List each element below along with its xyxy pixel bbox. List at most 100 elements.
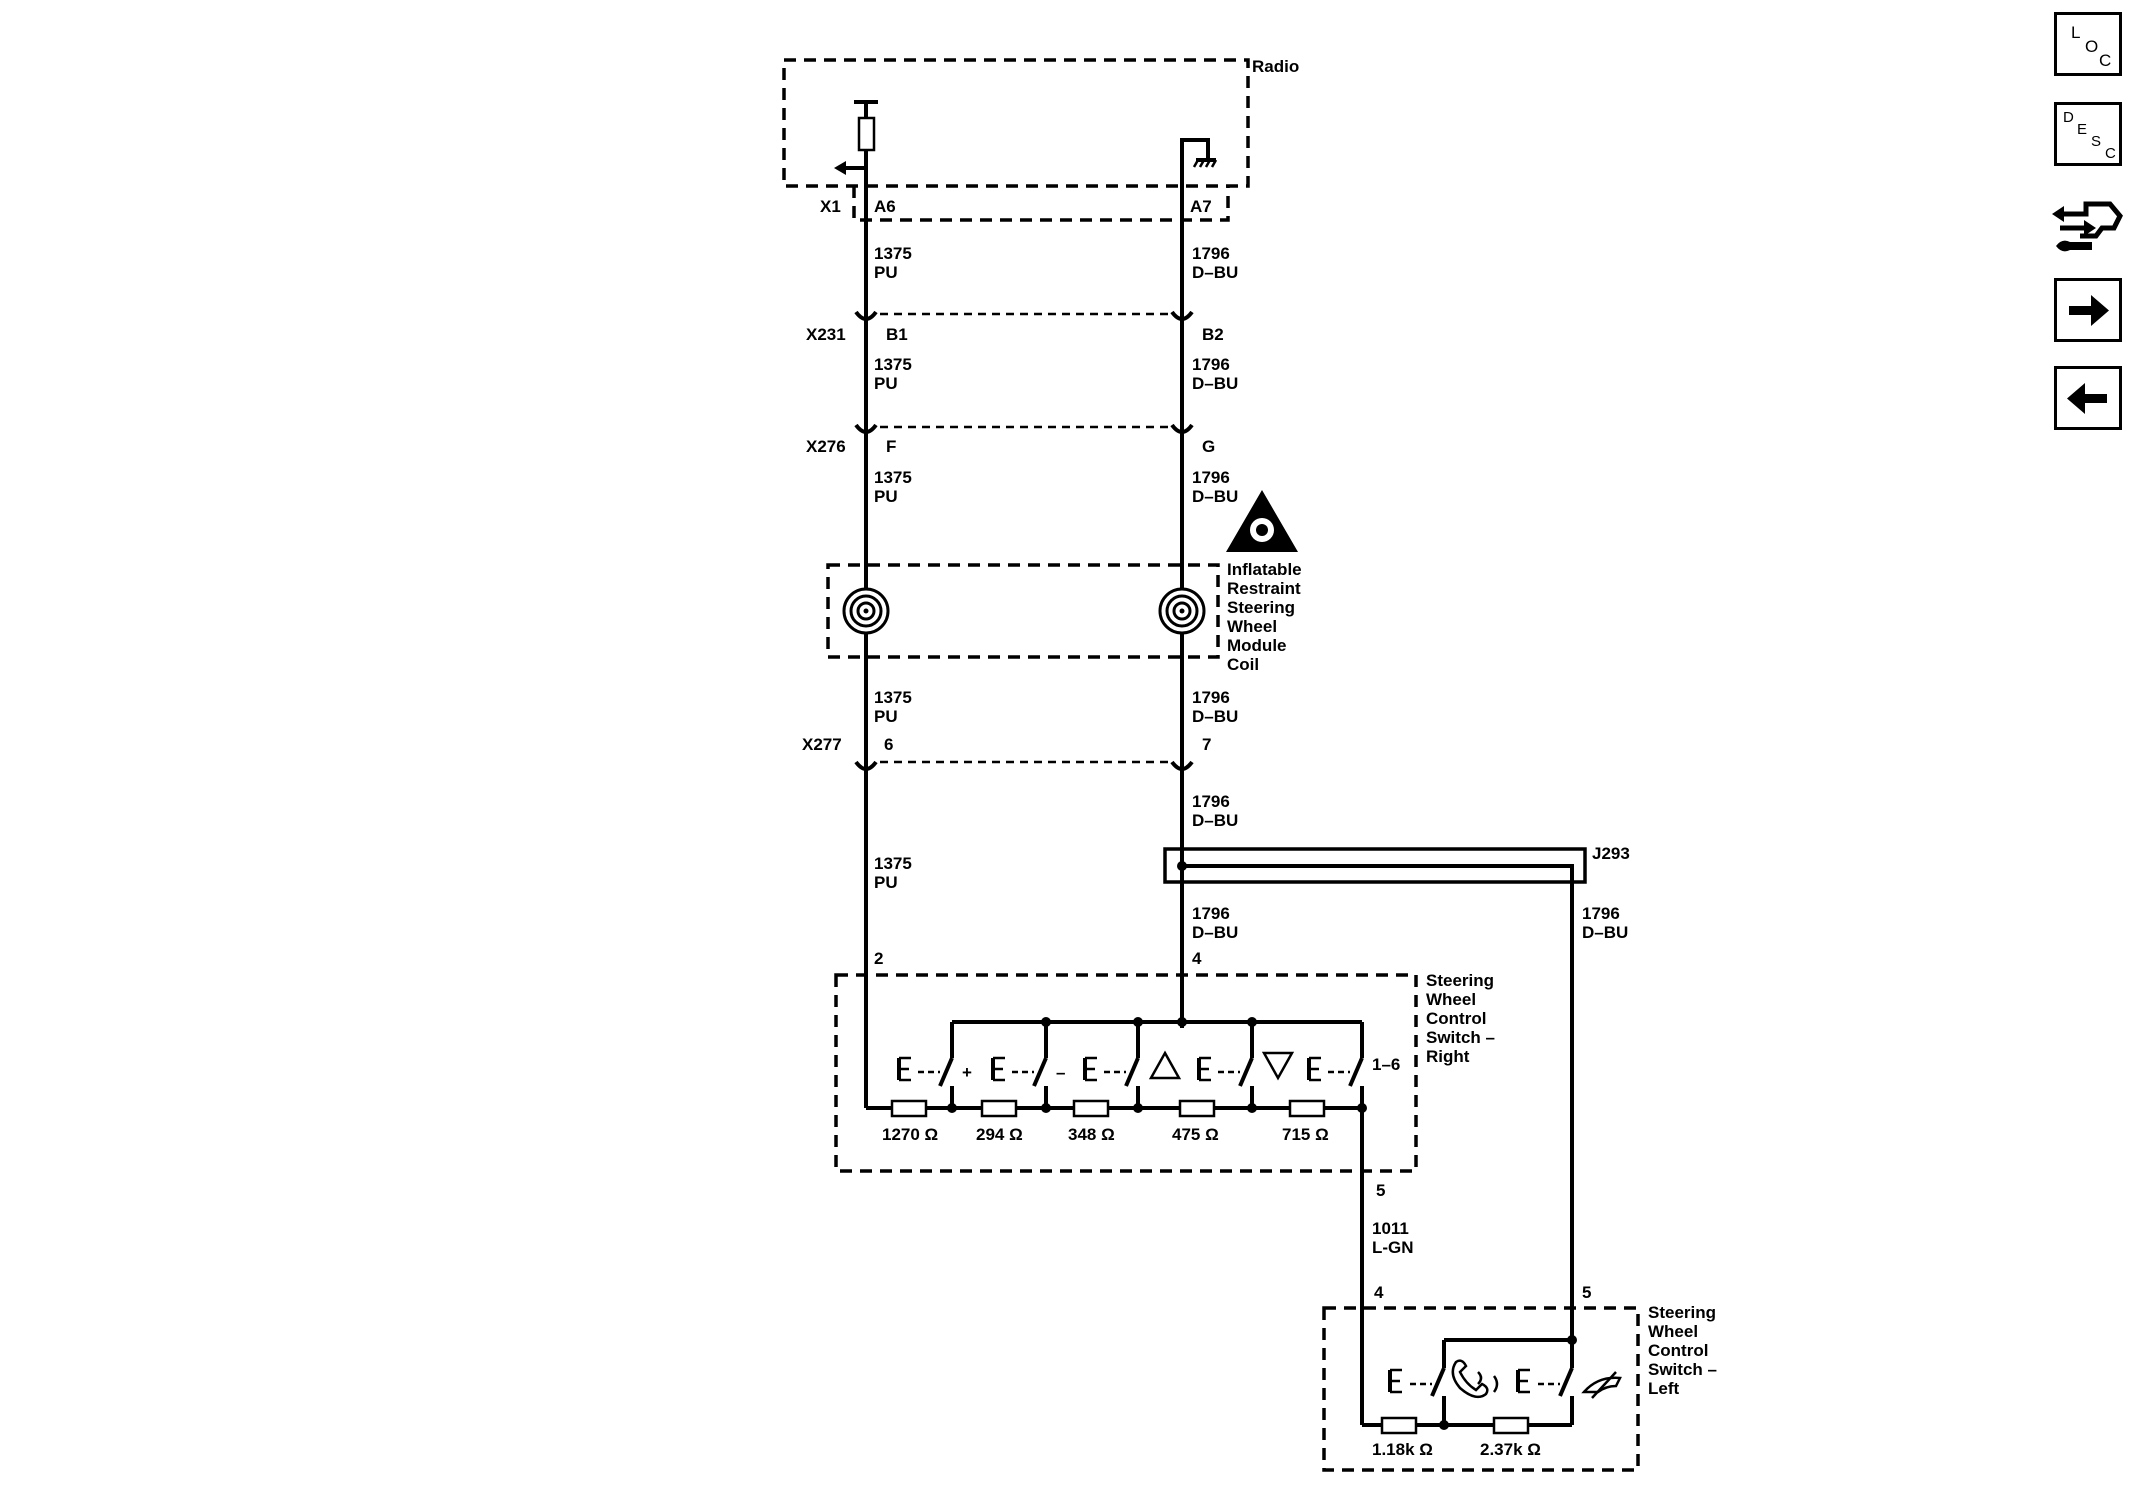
svg-text:Switch –: Switch – — [1648, 1360, 1717, 1379]
svg-text:X231: X231 — [806, 325, 846, 344]
svg-text:475 Ω: 475 Ω — [1172, 1125, 1219, 1144]
svg-text:B1: B1 — [886, 325, 908, 344]
next-arrow-icon — [2069, 295, 2109, 326]
svg-text:G: G — [1202, 437, 1215, 456]
svg-text:715 Ω: 715 Ω — [1282, 1125, 1329, 1144]
wire-label-1796-f: 1796 D–BU — [1192, 904, 1238, 942]
voice-phone-icon — [1451, 1359, 1499, 1399]
svg-text:PU: PU — [874, 487, 898, 506]
switch-contact — [897, 1056, 954, 1108]
wire-label-1375-a: 1375 PU — [874, 244, 912, 282]
radio-module: Radio — [782, 57, 1299, 222]
svg-text:D–BU: D–BU — [1192, 263, 1238, 282]
svg-text:X277: X277 — [802, 735, 842, 754]
svg-text:4: 4 — [1374, 1283, 1384, 1302]
resistor-1270: 1270 Ω — [882, 1099, 938, 1144]
switch-contact-end-call — [1516, 1367, 1622, 1425]
resistor-348: 348 Ω — [1068, 1099, 1115, 1144]
svg-text:1796: 1796 — [1192, 468, 1230, 487]
svg-text:1270 Ω: 1270 Ω — [882, 1125, 938, 1144]
service-button[interactable] — [2050, 184, 2126, 258]
wire-label-1796-e: 1796 D–BU — [1192, 792, 1238, 830]
svg-text:2.37k Ω: 2.37k Ω — [1480, 1440, 1541, 1459]
pin-a7-label: A7 — [1190, 197, 1212, 216]
svg-text:2: 2 — [874, 949, 883, 968]
svg-text:294 Ω: 294 Ω — [976, 1125, 1023, 1144]
svg-text:348 Ω: 348 Ω — [1068, 1125, 1115, 1144]
splice-j293: J293 — [1163, 844, 1630, 1340]
wire-label-1796-c: 1796 D–BU — [1192, 468, 1238, 506]
svg-text:Left: Left — [1648, 1379, 1680, 1398]
svg-text:1375: 1375 — [874, 355, 912, 374]
svg-text:PU: PU — [874, 707, 898, 726]
clockspring-coil-icon — [842, 587, 890, 635]
resistor-715: 715 Ω — [1282, 1099, 1329, 1144]
svg-text:D–BU: D–BU — [1192, 811, 1238, 830]
end-call-icon — [1581, 1371, 1622, 1399]
svg-text:Inflatable: Inflatable — [1227, 560, 1302, 579]
switch-contact-down — [1261, 1051, 1364, 1108]
svg-text:PU: PU — [874, 873, 898, 892]
svg-text:D–BU: D–BU — [1582, 923, 1628, 942]
svg-text:PU: PU — [874, 374, 898, 393]
svg-text:1375: 1375 — [874, 688, 912, 707]
svg-text:Control: Control — [1426, 1009, 1486, 1028]
previous-button[interactable] — [2054, 366, 2122, 430]
svg-text:Wheel: Wheel — [1227, 617, 1277, 636]
svg-text:6: 6 — [884, 735, 893, 754]
wire-label-1796-d: 1796 D–BU — [1192, 688, 1238, 726]
wire-label-1796-b: 1796 D–BU — [1192, 355, 1238, 393]
next-button[interactable] — [2054, 278, 2122, 342]
airbag-warning-icon — [1226, 490, 1298, 552]
description-icon: D — [2063, 109, 2074, 126]
svg-text:7: 7 — [1202, 735, 1211, 754]
wire-label-1796-g: 1796 D–BU — [1582, 904, 1628, 942]
svg-text:F: F — [886, 437, 896, 456]
svg-text:1375: 1375 — [874, 468, 912, 487]
svg-text:D–BU: D–BU — [1192, 923, 1238, 942]
svg-text:Steering: Steering — [1648, 1303, 1716, 1322]
svg-text:1796: 1796 — [1192, 355, 1230, 374]
svg-text:1375: 1375 — [874, 244, 912, 263]
svg-text:5: 5 — [1582, 1283, 1591, 1302]
svg-text:J293: J293 — [1592, 844, 1630, 863]
service-icon — [2052, 201, 2123, 252]
minus-symbol: – — [1056, 1063, 1065, 1082]
svg-text:1–6: 1–6 — [1372, 1055, 1400, 1074]
svg-text:Steering: Steering — [1426, 971, 1494, 990]
svg-text:1.18k Ω: 1.18k Ω — [1372, 1440, 1433, 1459]
svg-text:D–BU: D–BU — [1192, 374, 1238, 393]
svg-text:1796: 1796 — [1192, 244, 1230, 263]
wire-label-1375-b: 1375 PU — [874, 355, 912, 393]
description-button[interactable]: D E S C — [2054, 102, 2122, 166]
location-icon: L — [2071, 23, 2081, 42]
svg-text:Wheel: Wheel — [1648, 1322, 1698, 1341]
svg-text:B2: B2 — [1202, 325, 1224, 344]
airbag-coil-module: Inflatable Restraint Steering Wheel Modu… — [826, 490, 1302, 674]
pin-a6-label: A6 — [874, 197, 896, 216]
swc-right-module: Steering Wheel Control Switch – Right 2 … — [834, 949, 1495, 1200]
svg-text:Switch –: Switch – — [1426, 1028, 1495, 1047]
svg-text:1796: 1796 — [1192, 792, 1230, 811]
svg-text:Steering: Steering — [1227, 598, 1295, 617]
svg-text:Module: Module — [1227, 636, 1287, 655]
svg-text:4: 4 — [1192, 949, 1202, 968]
resistor-2-37k: 2.37k Ω — [1480, 1416, 1541, 1459]
pullup-resistor-icon — [834, 100, 878, 175]
svg-text:L-GN: L-GN — [1372, 1238, 1414, 1257]
clockspring-coil-icon — [1158, 587, 1206, 635]
location-button[interactable]: L O C — [2054, 12, 2122, 76]
connector-x1-label: X1 — [820, 197, 841, 216]
resistor-475: 475 Ω — [1172, 1099, 1219, 1144]
svg-text:PU: PU — [874, 263, 898, 282]
swc-left-module: Steering Wheel Control Switch – Left 4 5 — [1322, 1283, 1717, 1472]
wire-label-1375-e: 1375 PU — [874, 854, 912, 892]
svg-text:Control: Control — [1648, 1341, 1708, 1360]
wire-label-1375-d: 1375 PU — [874, 688, 912, 726]
svg-text:D–BU: D–BU — [1192, 707, 1238, 726]
radio-label: Radio — [1252, 57, 1299, 76]
wire-label-1796-a: 1796 D–BU — [1192, 244, 1238, 282]
svg-text:Right: Right — [1426, 1047, 1470, 1066]
svg-text:1375: 1375 — [874, 854, 912, 873]
